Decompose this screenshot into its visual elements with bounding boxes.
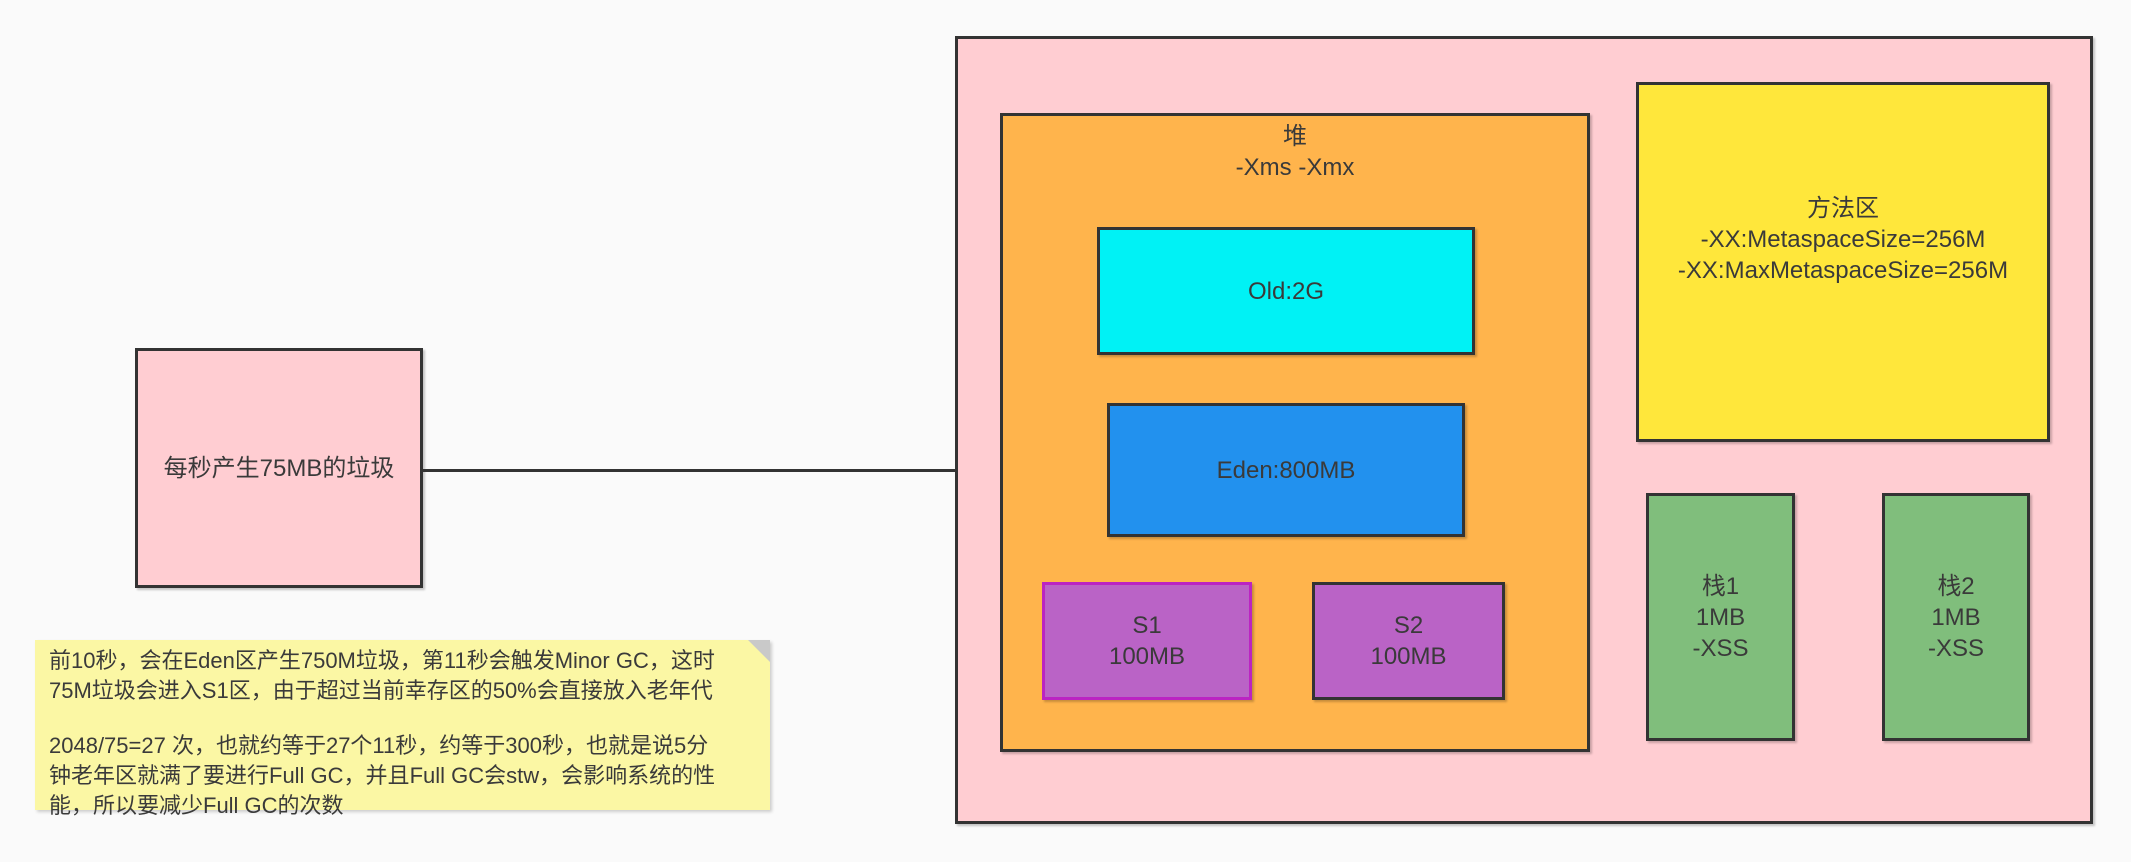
survivor1-box: S1 100MB <box>1042 582 1252 700</box>
stack2-box: 栈2 1MB -XSS <box>1882 493 2030 741</box>
survivor2-box: S2 100MB <box>1312 582 1505 700</box>
note-line: 钟老年区就满了要进行Full GC，并且Full GC会stw，会影响系统的性 <box>49 763 716 788</box>
survivor1-size: 100MB <box>1108 643 1186 670</box>
heap-title-line1: 堆 <box>1283 123 1307 150</box>
garbage-source-box: 每秒产生75MB的垃圾 <box>135 348 423 588</box>
note-line: 能，所以要减少Full GC的次数 <box>49 793 344 818</box>
old-gen-label: Old:2G <box>1247 277 1325 305</box>
stack2-size: 1MB <box>1931 603 1981 631</box>
heap-title: 堆 -Xms -Xmx <box>1003 121 1587 183</box>
note-line: 前10秒，会在Eden区产生750M垃圾，第11秒会触发Minor GC，这时 <box>49 648 715 673</box>
method-area-param2: -XX:MaxMetaspaceSize=256M <box>1677 256 2009 284</box>
stack1-param: -XSS <box>1692 634 1749 662</box>
note-fold-corner-icon <box>748 640 770 662</box>
stack2-name: 栈2 <box>1937 572 1975 600</box>
note-line: 2048/75=27 次，也就约等于27个11秒，约等于300秒，也就是说5分 <box>49 733 709 758</box>
stack1-name: 栈1 <box>1701 572 1740 600</box>
method-area-param1: -XX:MetaspaceSize=256M <box>1700 225 1986 253</box>
arrow-to-eden-line <box>423 469 1085 472</box>
heap-title-line2: -Xms -Xmx <box>1235 154 1355 181</box>
stack1-size: 1MB <box>1695 603 1746 631</box>
method-area-box: 方法区 -XX:MetaspaceSize=256M -XX:MaxMetasp… <box>1636 82 2050 442</box>
heap-box: 堆 -Xms -Xmx Old:2G Eden:800MB S1 100MB S… <box>1000 113 1590 752</box>
stack1-box: 栈1 1MB -XSS <box>1646 493 1795 741</box>
method-area-title: 方法区 <box>1807 194 1879 222</box>
survivor2-size: 100MB <box>1370 643 1447 670</box>
stack2-param: -XSS <box>1927 634 1984 662</box>
gc-explanation-note: 前10秒，会在Eden区产生750M垃圾，第11秒会触发Minor GC，这时 … <box>35 640 770 818</box>
survivor2-name: S2 <box>1393 612 1424 639</box>
jvm-memory-container: 堆 -Xms -Xmx Old:2G Eden:800MB S1 100MB S… <box>955 36 2093 824</box>
eden-label: Eden:800MB <box>1216 456 1356 484</box>
garbage-source-label: 每秒产生75MB的垃圾 <box>163 454 395 482</box>
survivor1-name: S1 <box>1132 612 1162 639</box>
note-line: 75M垃圾会进入S1区，由于超过当前幸存区的50%会直接放入老年代 <box>49 678 713 703</box>
eden-box: Eden:800MB <box>1107 403 1465 537</box>
old-gen-box: Old:2G <box>1097 227 1475 355</box>
